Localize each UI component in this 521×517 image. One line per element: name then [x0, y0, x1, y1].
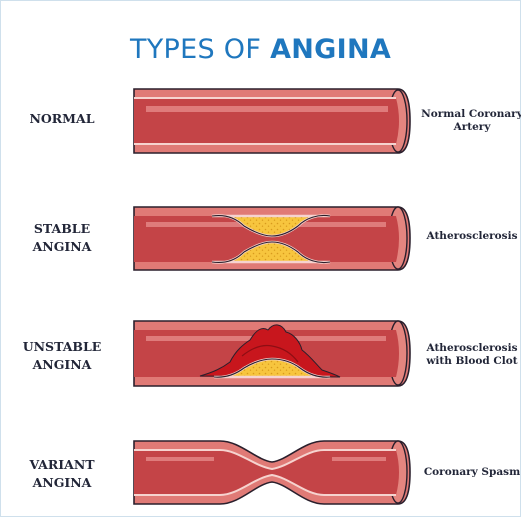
vessel-lumen [134, 98, 399, 144]
artery-normal [134, 89, 410, 153]
artery-stable-angina [134, 207, 410, 270]
artery-variant-angina [134, 441, 410, 504]
vessel-highlight [146, 106, 388, 112]
artery-unstable-angina [134, 321, 410, 386]
vessel-lumen [134, 450, 399, 495]
